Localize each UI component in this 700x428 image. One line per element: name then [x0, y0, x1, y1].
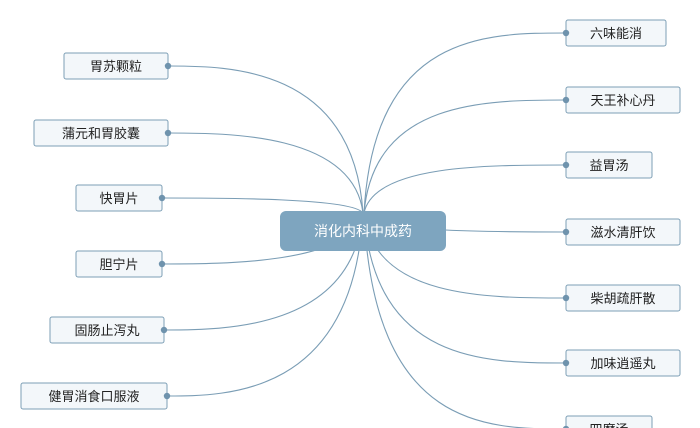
- connector-dot: [562, 96, 570, 104]
- node-right-1[interactable]: 六味能消: [562, 19, 667, 47]
- node-label: 滋水清肝饮: [590, 226, 655, 241]
- connector-dot: [164, 129, 172, 137]
- node-right-4[interactable]: 滋水清肝饮: [562, 218, 681, 246]
- edge-left-2: [167, 132, 364, 214]
- edge-right-2: [363, 99, 567, 214]
- node-label: 益胃汤: [589, 159, 628, 174]
- connector-dot: [562, 425, 570, 428]
- connector-dot: [562, 161, 570, 169]
- edge-left-6: [166, 212, 364, 397]
- edge-right-1: [363, 32, 567, 214]
- node-left-5[interactable]: 固肠止泻丸: [49, 316, 168, 344]
- connector-dot: [158, 260, 166, 268]
- connector-dot: [160, 326, 168, 334]
- node-label: 胆宁片: [99, 257, 138, 273]
- node-label: 加味逍遥丸: [590, 357, 655, 372]
- connector-dot: [562, 294, 570, 302]
- node-right-2[interactable]: 天王补心丹: [562, 86, 681, 114]
- node-left-3[interactable]: 快胃片: [75, 184, 166, 212]
- node-label: 蒲元和胃胶囊: [62, 126, 140, 142]
- node-label: 四磨汤: [589, 423, 628, 428]
- edge-right-7: [363, 212, 536, 428]
- center-node-box[interactable]: [280, 211, 446, 251]
- connector-dot: [163, 392, 171, 400]
- node-box[interactable]: [565, 415, 653, 428]
- edge-right-6: [363, 212, 567, 364]
- edge-left-1: [167, 65, 364, 214]
- center-node[interactable]: 消化内科中成药: [280, 211, 446, 251]
- connector-dot: [158, 194, 166, 202]
- node-label: 固肠止泻丸: [74, 324, 139, 339]
- node-right-7[interactable]: 四磨汤: [562, 415, 653, 428]
- connector-dot: [562, 228, 570, 236]
- node-label: 健胃消食口服液: [48, 389, 139, 405]
- node-left-2[interactable]: 蒲元和胃胶囊: [33, 119, 172, 147]
- edge-right-3: [363, 164, 567, 214]
- node-label: 天王补心丹: [590, 94, 655, 109]
- node-label: 快胃片: [99, 192, 138, 207]
- node-right-3[interactable]: 益胃汤: [562, 151, 653, 179]
- node-left-1[interactable]: 胃苏颗粒: [63, 52, 172, 80]
- connector-dot: [562, 29, 570, 37]
- node-label: 胃苏颗粒: [90, 59, 142, 75]
- node-left-6[interactable]: 健胃消食口服液: [20, 382, 171, 410]
- node-label: 六味能消: [590, 27, 642, 42]
- node-right-5[interactable]: 柴胡疏肝散: [562, 284, 681, 312]
- node-label: 柴胡疏肝散: [590, 292, 655, 307]
- edge-left-3: [161, 197, 364, 214]
- node-right-6[interactable]: 加味逍遥丸: [562, 349, 681, 377]
- edge-left-5: [163, 212, 364, 331]
- connector-dot: [164, 62, 172, 70]
- node-left-4[interactable]: 胆宁片: [75, 250, 166, 278]
- connector-dot: [562, 359, 570, 367]
- center-node-label: 消化内科中成药: [314, 224, 412, 240]
